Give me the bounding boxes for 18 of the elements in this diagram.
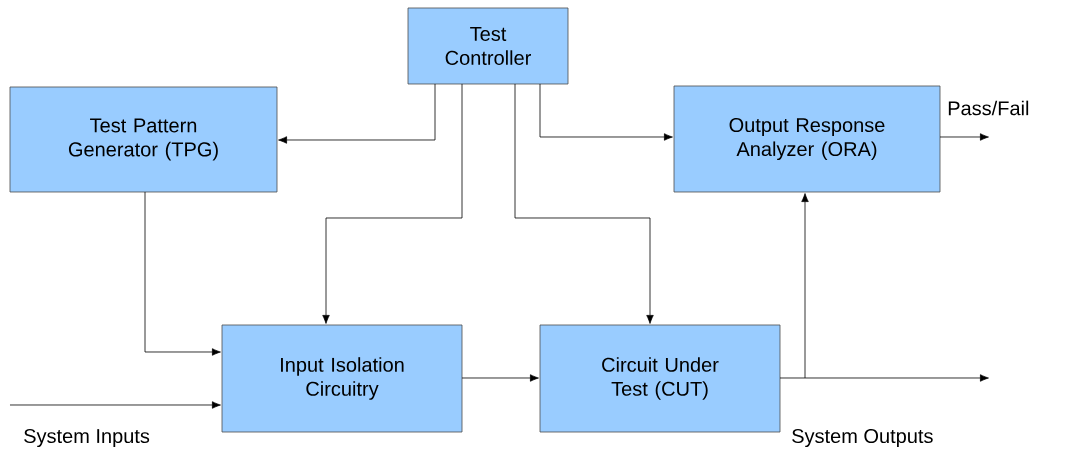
process-box: Test Controller [407, 7, 569, 85]
arrow [939, 133, 989, 141]
arrow [514, 83, 654, 324]
arrow [779, 374, 989, 382]
arrow [278, 83, 436, 144]
edge-label: Pass/Fail [946, 99, 1031, 117]
arrow [461, 374, 539, 382]
edge-label: System Outputs [790, 427, 935, 449]
arrow [322, 83, 463, 324]
process-box: Circuit Under Test (CUT) [539, 324, 781, 433]
arrow [801, 193, 809, 379]
process-box: Input Isolation Circuitry [221, 324, 463, 433]
process-box: Test Pattern Generator (TPG) [9, 86, 278, 193]
edge-label: System Inputs [22, 427, 151, 449]
arrow [9, 401, 221, 409]
arrow [144, 191, 221, 356]
process-box: Output Response Analyzer (ORA) [673, 85, 941, 193]
arrow [539, 83, 673, 141]
